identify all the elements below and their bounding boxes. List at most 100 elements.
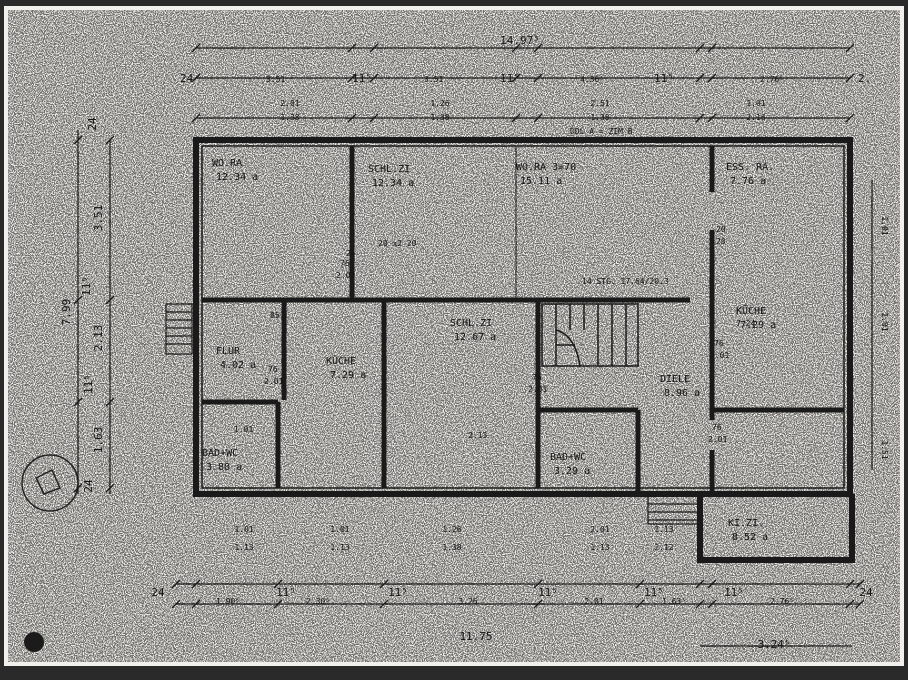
left-dim-label: 2.13 xyxy=(92,325,105,352)
dim-tick xyxy=(191,73,201,83)
dim-tick xyxy=(369,113,379,123)
bottom-dim-label: 24 xyxy=(859,586,873,599)
dim-tick xyxy=(73,397,83,407)
bottom-dim-label: 11⁵ xyxy=(276,586,296,599)
window-width-label: 1.26 xyxy=(430,99,449,108)
misc-mark: 20 xyxy=(716,225,726,234)
right-dim-label: 1.01 xyxy=(880,312,889,331)
dim-tick xyxy=(273,599,283,609)
window-width-label: 1.26 xyxy=(442,525,461,534)
bottom-dim-label: 11⁵ xyxy=(538,586,558,599)
right-dim-label: 1.01 xyxy=(880,216,889,235)
window-height-label: 1.13 xyxy=(234,543,253,552)
window-height-label: 1.38 xyxy=(280,113,299,122)
room-name: WO.RA 3=70 xyxy=(516,162,576,173)
dim-tick xyxy=(73,295,83,305)
left-dim-label: 1.63 xyxy=(92,427,105,454)
dim-tick xyxy=(533,73,543,83)
right-dim-label: 1.51 xyxy=(880,440,889,459)
dimension-lines xyxy=(77,47,873,647)
dim-tick xyxy=(73,135,83,145)
left-dim-label: 3.51 xyxy=(92,205,105,232)
left-dim-label: 11⁵ xyxy=(82,374,95,394)
dim-tick xyxy=(347,113,357,123)
window-height-label: 1.38 xyxy=(590,113,609,122)
dim-tick xyxy=(73,483,83,493)
room-area: 8.52 a xyxy=(732,532,768,543)
dim-tick xyxy=(511,73,521,83)
dim-tick xyxy=(707,73,717,83)
room-area: 7.29 a xyxy=(740,320,776,331)
bottom-dim-label: 1.90⁵ xyxy=(216,597,240,606)
room-name: SCHL.ZI xyxy=(450,318,492,329)
entrance-steps xyxy=(165,303,699,525)
chimney-note: 20 x2 20 xyxy=(378,239,417,248)
dim-tick xyxy=(171,579,181,589)
stair-note: 14 STG. 17.64/20.3 xyxy=(582,277,669,286)
room-name: WO.RA xyxy=(212,158,242,169)
bottom-dim-label: 2.01 xyxy=(584,597,603,606)
bottom-dim-label: 1.63⁵ xyxy=(662,597,686,606)
window-width-label: 2.01 xyxy=(280,99,299,108)
dim-tick xyxy=(533,579,543,589)
top-dim-label: 11⁵ xyxy=(654,72,674,85)
dim-tick xyxy=(855,579,865,589)
dim-tick xyxy=(533,599,543,609)
misc-mark: 1.01 xyxy=(234,425,253,434)
dim-tick xyxy=(171,599,181,609)
misc-mark: 7.24 xyxy=(736,319,755,328)
interior-walls xyxy=(202,146,844,560)
misc-mark: 20 xyxy=(716,237,726,246)
room-name: ESS. RA. xyxy=(726,162,774,173)
top-dim-label: 11⁵ xyxy=(352,72,372,85)
left-dim-label: 7.99 xyxy=(60,299,73,326)
dim-tick xyxy=(347,43,357,53)
room-name: KÜCHE xyxy=(736,304,766,317)
dim-tick xyxy=(191,113,201,123)
dim-tick xyxy=(707,579,717,589)
window-width-label: 2.51 xyxy=(590,99,609,108)
dim-tick xyxy=(695,113,705,123)
window-width-label: 1.01 xyxy=(746,99,765,108)
bottom-dim-label: 24 xyxy=(151,586,165,599)
dim-tick xyxy=(533,43,543,53)
top-dim-label: 2.76⁵ xyxy=(760,75,784,84)
north-arrow-icon xyxy=(34,468,62,495)
bottom-window-labels: 1.011.131.011.131.261.382.011.131.132.12 xyxy=(234,525,673,552)
dim-tick xyxy=(707,113,717,123)
bottom-dim-label: 11⁵ xyxy=(644,586,664,599)
room-name: KÜCHE xyxy=(326,354,356,367)
dim-tick xyxy=(635,599,645,609)
left-dim-label: 24 xyxy=(82,479,95,493)
misc-mark: 85 xyxy=(270,311,280,320)
dim-tick xyxy=(379,599,389,609)
room-area: 7.76 a xyxy=(730,176,766,187)
room-name: BAD+WC xyxy=(202,448,238,459)
top-window-labels: 2.011.381.261.382.511.381.012.16 xyxy=(280,99,765,122)
dim-tick xyxy=(707,43,717,53)
dimension-ticks xyxy=(73,43,865,609)
ridge-note: DDL A = ZIM B xyxy=(570,127,633,136)
dim-tick xyxy=(855,599,865,609)
left-dim-label: 11⁵ xyxy=(80,276,93,296)
window-width-label: 2.01 xyxy=(590,525,609,534)
dim-tick xyxy=(273,579,283,589)
door-width-label: 76 xyxy=(532,373,542,382)
room-area: 7.29 a xyxy=(330,370,366,381)
dim-tick xyxy=(845,579,855,589)
top-dim-label: 3.51 xyxy=(424,75,443,84)
door-width-label: 76 xyxy=(340,259,350,268)
dim-tick xyxy=(105,397,115,407)
dim-tick xyxy=(695,43,705,53)
door-width-label: 76 xyxy=(712,423,722,432)
dim-tick xyxy=(105,483,115,493)
top-dim-label: 2. xyxy=(858,72,871,85)
misc-mark: 24 xyxy=(346,249,356,258)
window-height-label: 2.16 xyxy=(746,113,765,122)
